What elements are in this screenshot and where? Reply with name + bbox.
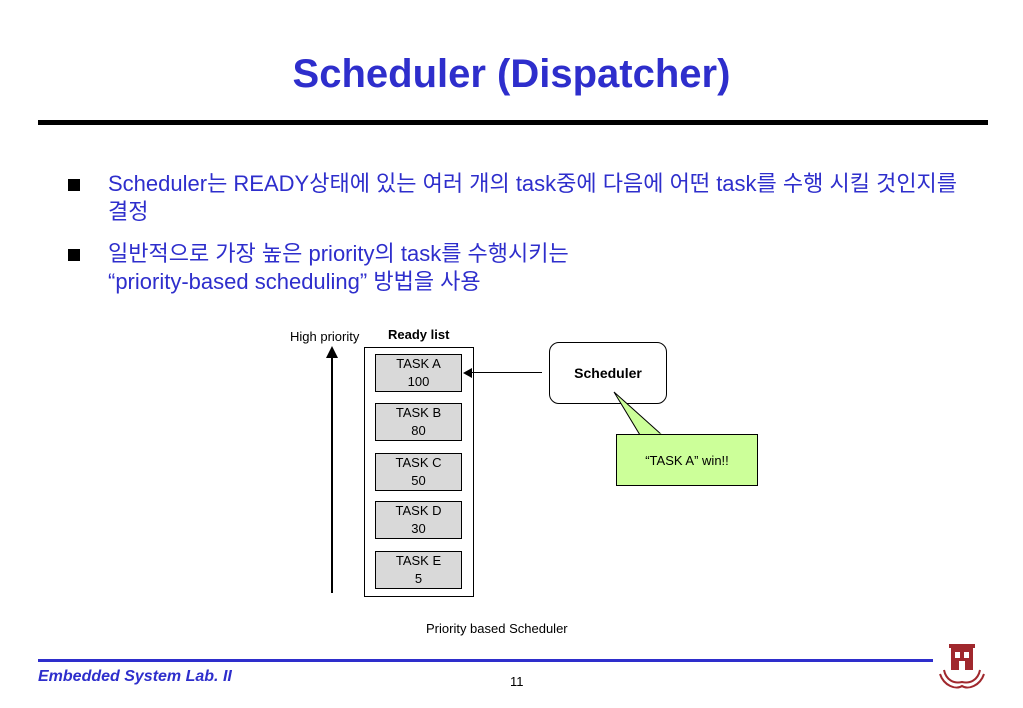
page-number: 11 — [510, 674, 524, 689]
task-priority: 5 — [414, 571, 423, 586]
task-priority: 30 — [411, 521, 426, 536]
task-box-e: TASK E 5 — [375, 551, 462, 589]
task-box-c: TASK C 50 — [375, 453, 462, 491]
priority-axis-arrow — [331, 356, 333, 593]
bullet-text: Scheduler는 READY상태에 있는 여러 개의 task중에 다음에 … — [108, 171, 958, 224]
task-box-a: TASK A 100 — [375, 354, 462, 392]
ready-list-label: Ready list — [388, 327, 450, 342]
footer-divider — [38, 659, 933, 662]
arrow-up-icon — [326, 346, 338, 358]
square-bullet-icon — [68, 179, 80, 191]
arrow-left-icon — [463, 368, 472, 378]
task-name: TASK A — [396, 356, 441, 371]
task-priority: 50 — [411, 473, 426, 488]
task-priority: 80 — [411, 423, 426, 438]
task-name: TASK D — [395, 503, 442, 518]
slide-title: Scheduler (Dispatcher) — [292, 52, 731, 96]
bullet-item-1: Scheduler는 READY상태에 있는 여러 개의 task중에 다음에 … — [68, 170, 968, 226]
callout-pointer — [613, 391, 664, 436]
title-divider — [38, 120, 988, 125]
task-name: TASK E — [395, 553, 442, 568]
task-priority: 100 — [407, 374, 430, 389]
diagram-caption: Priority based Scheduler — [426, 621, 568, 636]
task-box-d: TASK D 30 — [375, 501, 462, 539]
scheduler-pointer-line — [472, 372, 542, 373]
bullet-text-line-2: “priority-based scheduling” 방법을 사용 — [108, 269, 481, 294]
footer-lab-name: Embedded System Lab. II — [38, 668, 232, 685]
square-bullet-icon — [68, 249, 80, 261]
high-priority-label: High priority — [290, 329, 360, 344]
callout-text: “TASK A” win!! — [645, 452, 729, 468]
bullet-item-2: 일반적으로 가장 높은 priority의 task를 수행시키는 “prior… — [68, 240, 968, 296]
task-name: TASK B — [395, 405, 442, 420]
task-box-b: TASK B 80 — [375, 403, 462, 441]
winner-callout: “TASK A” win!! — [616, 434, 758, 486]
university-emblem-icon — [939, 644, 985, 689]
scheduler-box: Scheduler — [549, 342, 667, 404]
task-name: TASK C — [395, 455, 442, 470]
bullet-list: Scheduler는 READY상태에 있는 여러 개의 task중에 다음에 … — [68, 170, 968, 310]
scheduler-label: Scheduler — [574, 365, 642, 381]
bullet-text-line-1: 일반적으로 가장 높은 priority의 task를 수행시키는 — [108, 241, 569, 266]
